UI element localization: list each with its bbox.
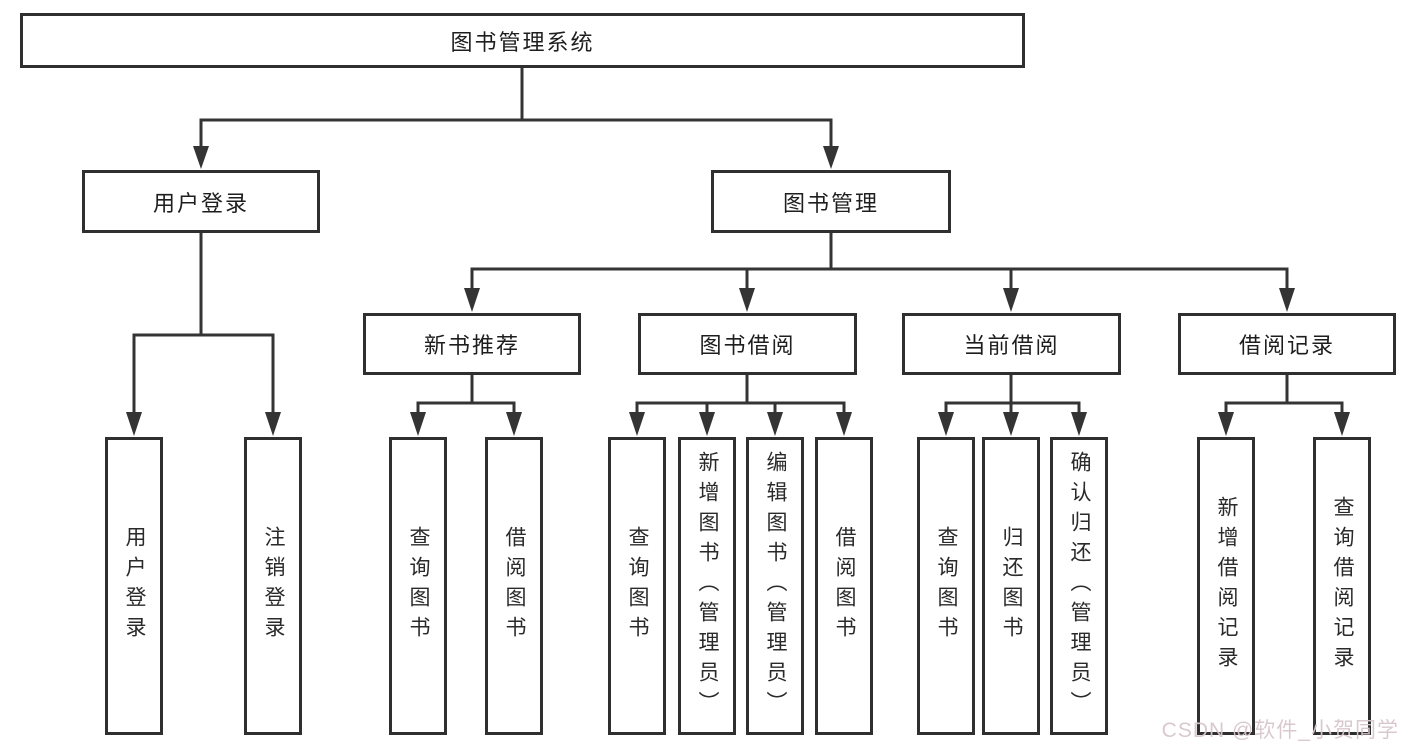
leaf-borrow-book-1: 借阅图书 — [485, 437, 543, 735]
leaf-borrow-book-2: 借阅图书 — [815, 437, 873, 735]
leaf-edit-book-admin-label: 编辑图书（管理员） — [764, 451, 787, 721]
leaf-query-borrow-record-label: 查询借阅记录 — [1331, 496, 1354, 676]
leaf-add-book-admin: 新增图书（管理员） — [678, 437, 736, 735]
leaf-query-book-3-label: 查询图书 — [935, 526, 958, 646]
node-root-label: 图书管理系统 — [450, 29, 595, 55]
leaf-logout: 注销登录 — [244, 437, 302, 735]
node-book-management: 图书管理 — [711, 170, 951, 233]
node-current-borrow-label: 当前借阅 — [963, 333, 1060, 358]
leaf-add-book-admin-label: 新增图书（管理员） — [696, 451, 719, 721]
node-root: 图书管理系统 — [20, 13, 1025, 68]
leaf-return-book: 归还图书 — [982, 437, 1040, 735]
leaf-query-borrow-record: 查询借阅记录 — [1313, 437, 1371, 735]
node-user-login: 用户登录 — [82, 170, 320, 233]
leaf-query-book-1: 查询图书 — [389, 437, 447, 735]
node-user-login-label: 用户登录 — [152, 190, 249, 216]
leaf-return-book-label: 归还图书 — [1000, 526, 1023, 646]
leaf-add-borrow-record-label: 新增借阅记录 — [1215, 496, 1238, 676]
node-borrow-record: 借阅记录 — [1178, 313, 1396, 375]
leaf-borrow-book-2-label: 借阅图书 — [833, 526, 856, 646]
leaf-user-login-label: 用户登录 — [123, 526, 146, 646]
leaf-add-borrow-record: 新增借阅记录 — [1197, 437, 1255, 735]
leaf-user-login: 用户登录 — [105, 437, 163, 735]
leaf-confirm-return-admin: 确认归还（管理员） — [1050, 437, 1108, 735]
leaf-query-book-3: 查询图书 — [917, 437, 975, 735]
node-borrow-record-label: 借阅记录 — [1238, 333, 1335, 358]
node-current-borrow: 当前借阅 — [902, 313, 1121, 375]
leaf-query-book-2: 查询图书 — [608, 437, 666, 735]
leaf-query-book-2-label: 查询图书 — [626, 526, 649, 646]
leaf-query-book-1-label: 查询图书 — [407, 526, 430, 646]
leaf-confirm-return-admin-label: 确认归还（管理员） — [1068, 451, 1091, 721]
node-book-borrow-label: 图书借阅 — [699, 333, 796, 358]
watermark: CSDN @软件_小贺同学 — [1161, 719, 1399, 742]
node-book-borrow: 图书借阅 — [638, 313, 857, 375]
leaf-logout-label: 注销登录 — [262, 526, 285, 646]
node-new-book-recommend-label: 新书推荐 — [423, 333, 520, 358]
leaf-edit-book-admin: 编辑图书（管理员） — [746, 437, 804, 735]
node-book-management-label: 图书管理 — [782, 190, 879, 216]
node-new-book-recommend: 新书推荐 — [363, 313, 581, 375]
leaf-borrow-book-1-label: 借阅图书 — [503, 526, 526, 646]
